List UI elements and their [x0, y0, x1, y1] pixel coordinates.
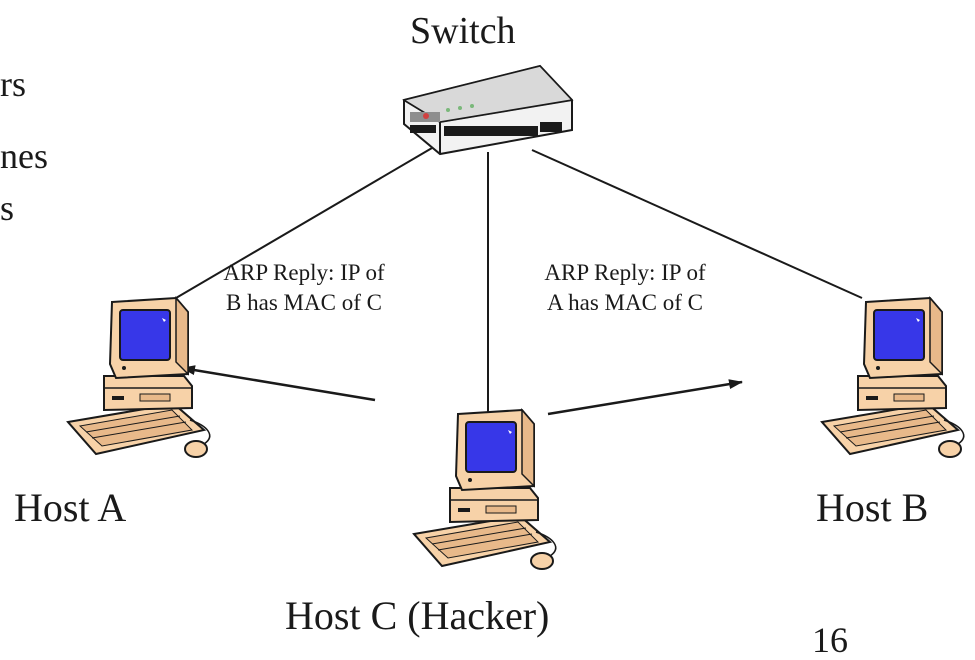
- left-text-fragment-3: s: [0, 188, 15, 228]
- left-text-fragment-1: rs: [0, 64, 26, 104]
- host-a-computer-icon: [67, 297, 211, 458]
- host-c-label: Host C (Hacker): [285, 593, 550, 638]
- link-switch-host-b: [531, 149, 863, 299]
- host-c-computer-icon: [413, 409, 557, 570]
- host-a-label: Host A: [14, 485, 127, 530]
- page-number: 16: [812, 620, 848, 660]
- arp-reply-to-host-b-label: ARP Reply: IP of A has MAC of C: [544, 260, 706, 315]
- arp-arrow-to-host-b: [547, 379, 743, 416]
- switch-icon: [402, 64, 574, 156]
- arp-reply-to-host-a-label: ARP Reply: IP of B has MAC of C: [223, 260, 385, 315]
- switch-label: Switch: [410, 10, 516, 52]
- host-b-label: Host B: [816, 485, 929, 530]
- left-text-fragment-2: nes: [0, 136, 48, 176]
- arp-arrow-to-host-a: [181, 365, 376, 402]
- host-b-computer-icon: [821, 297, 965, 458]
- network-diagram: [67, 64, 965, 570]
- link-switch-host-a: [175, 147, 433, 299]
